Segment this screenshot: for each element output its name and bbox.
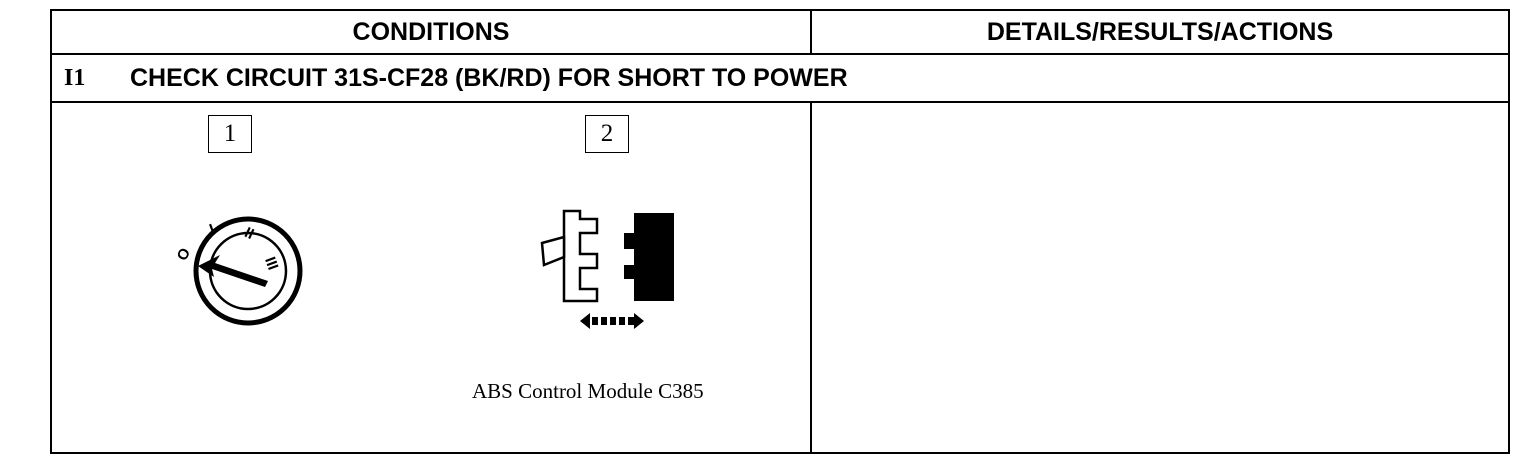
section-title: CHECK CIRCUIT 31S-CF28 (BK/RD) FOR SHORT… — [130, 64, 848, 92]
conditions-header: CONDITIONS — [352, 18, 510, 46]
diagnostic-step-table: CONDITIONS DETAILS/RESULTS/ACTIONS I1 CH… — [50, 9, 1510, 454]
header-divider — [52, 53, 1508, 55]
details-header: DETAILS/RESULTS/ACTIONS — [986, 18, 1334, 46]
details-cell — [814, 105, 1504, 448]
section-id: I1 — [64, 65, 86, 91]
body-column-divider — [810, 101, 812, 452]
ignition-switch-icon — [193, 216, 303, 326]
step-number-2: 2 — [585, 115, 629, 153]
section-divider — [52, 101, 1508, 103]
connector-disconnect-icon — [540, 209, 674, 329]
connector-caption: ABS Control Module C385 — [472, 379, 704, 403]
step-number-1: 1 — [208, 115, 252, 153]
header-column-divider — [810, 11, 812, 53]
